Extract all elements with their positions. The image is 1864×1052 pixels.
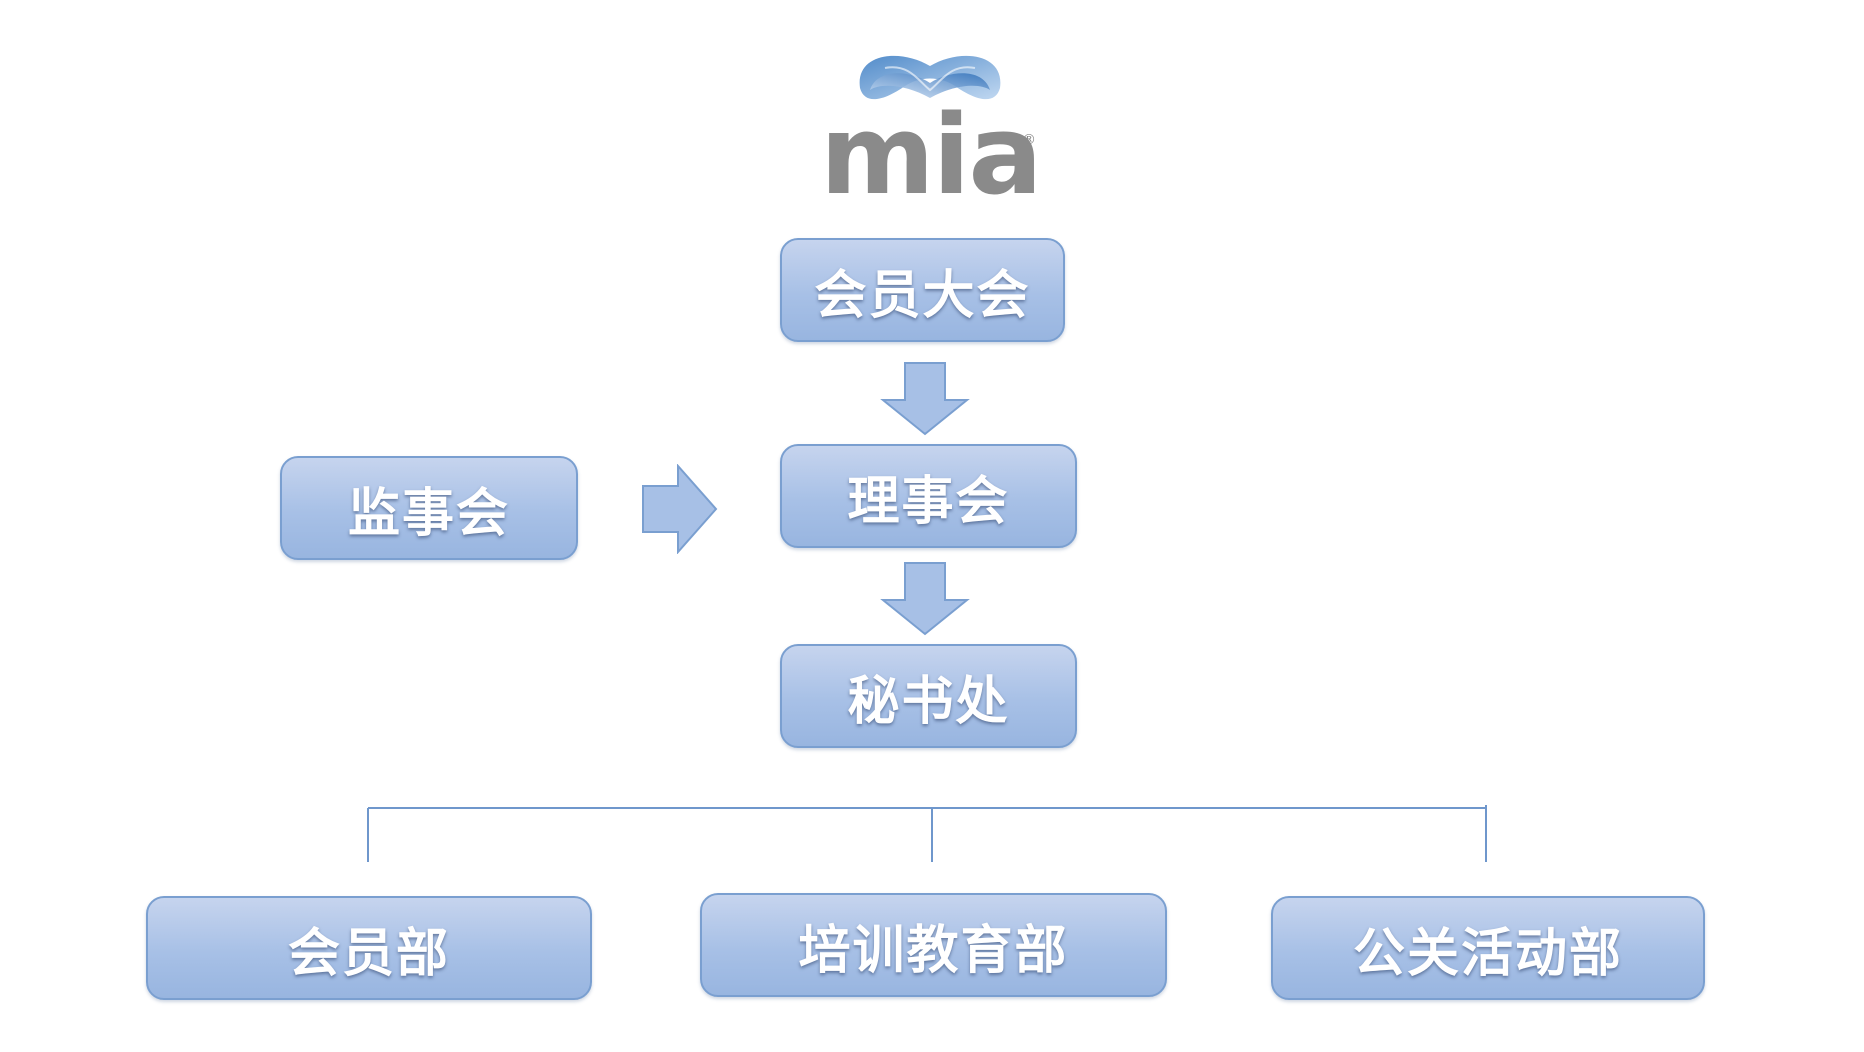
down-arrow-icon <box>880 362 970 436</box>
right-arrow-icon <box>642 464 718 554</box>
membership-department-box: 会员部 <box>146 896 592 1000</box>
general-assembly-label: 会员大会 <box>814 265 1031 326</box>
board-of-supervisors-label: 监事会 <box>347 483 510 544</box>
logo-registered-mark: ® <box>1022 132 1036 148</box>
training-education-department-box: 培训教育部 <box>700 893 1167 997</box>
membership-department-label: 会员部 <box>287 923 450 984</box>
logo-text: mia <box>820 91 1043 219</box>
board-of-supervisors-box: 监事会 <box>280 456 578 560</box>
board-of-directors-box: 理事会 <box>780 444 1077 548</box>
training-education-department-label: 培训教育部 <box>798 920 1069 981</box>
board-of-directors-label: 理事会 <box>847 471 1010 532</box>
mia-logo-icon <box>859 55 1001 100</box>
public-relations-department-box: 公关活动部 <box>1271 896 1705 1000</box>
down-arrow-icon <box>880 562 970 636</box>
secretariat-box: 秘书处 <box>780 644 1077 748</box>
secretariat-label: 秘书处 <box>847 671 1010 732</box>
general-assembly-box: 会员大会 <box>780 238 1065 342</box>
public-relations-department-label: 公关活动部 <box>1352 923 1623 984</box>
